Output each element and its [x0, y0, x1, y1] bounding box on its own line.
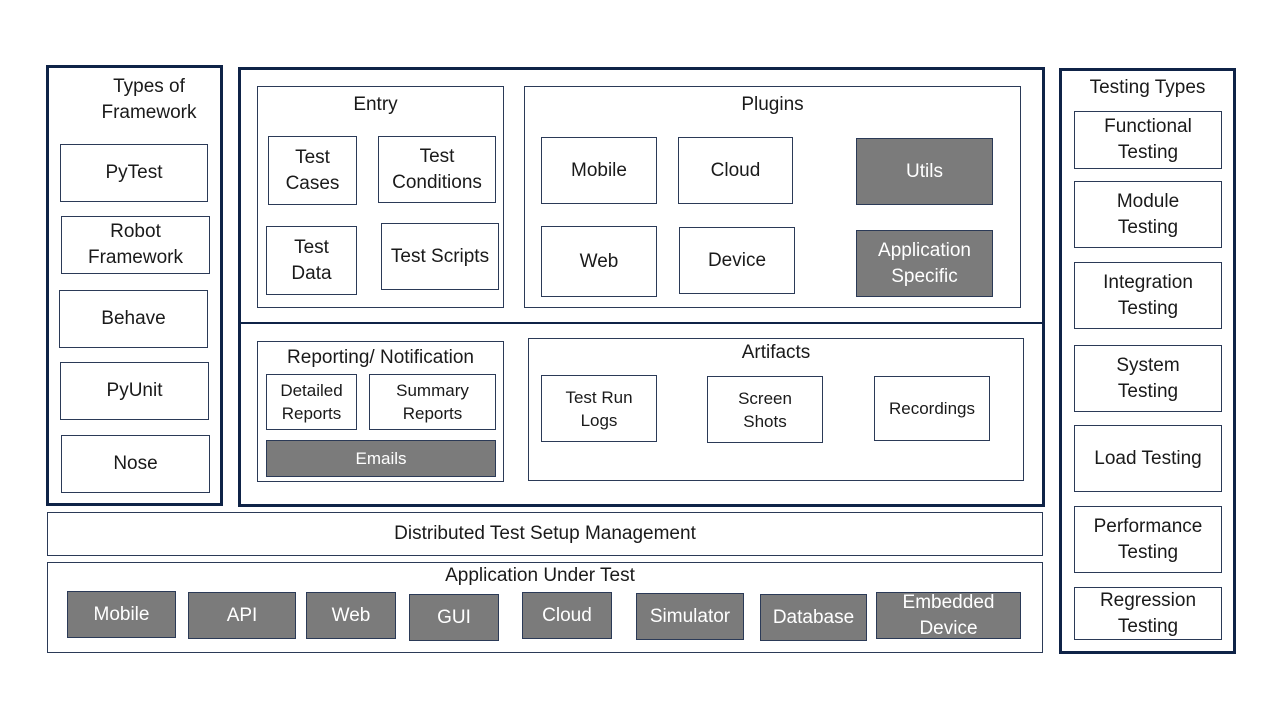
aut-cloud: Cloud — [522, 592, 612, 639]
testing-performance: Performance Testing — [1074, 506, 1222, 573]
testing-load: Load Testing — [1074, 425, 1222, 492]
plugin-cloud: Cloud — [678, 137, 793, 204]
testing-regression: Regression Testing — [1074, 587, 1222, 640]
artifact-recordings: Recordings — [874, 376, 990, 441]
testing-types-title: Testing Types — [1089, 77, 1206, 98]
plugin-mobile: Mobile — [541, 137, 657, 204]
testing-types-panel — [1059, 68, 1236, 654]
artifact-test-run-logs: Test Run Logs — [541, 375, 657, 442]
framework-behave: Behave — [59, 290, 208, 348]
aut-simulator: Simulator — [636, 593, 744, 640]
entry-test-data: Test Data — [266, 226, 357, 295]
framework-panel — [46, 65, 223, 506]
plugin-web: Web — [541, 226, 657, 297]
artifacts-title: Artifacts — [741, 342, 811, 363]
plugins-title: Plugins — [741, 94, 804, 115]
entry-test-conditions: Test Conditions — [378, 136, 496, 203]
plugin-utils: Utils — [856, 138, 993, 205]
framework-nose: Nose — [61, 435, 210, 493]
reporting-title: Reporting/ Notification — [287, 347, 474, 368]
testing-system: System Testing — [1074, 345, 1222, 412]
entry-title: Entry — [353, 94, 398, 115]
artifact-screen-shots: Screen Shots — [707, 376, 823, 443]
plugin-application-specific: Application Specific — [856, 230, 993, 297]
framework-robot: Robot Framework — [61, 216, 210, 274]
distributed-setup-bar: Distributed Test Setup Management — [47, 512, 1043, 556]
aut-database: Database — [760, 594, 867, 641]
report-detailed: Detailed Reports — [266, 374, 357, 430]
aut-gui: GUI — [409, 594, 499, 641]
aut-title: Application Under Test — [445, 565, 635, 586]
aut-api: API — [188, 592, 296, 639]
testing-functional: Functional Testing — [1074, 111, 1222, 169]
framework-panel-title: Types of Framework — [101, 76, 197, 123]
core-panel — [238, 67, 1045, 507]
testing-integration: Integration Testing — [1074, 262, 1222, 329]
aut-mobile: Mobile — [67, 591, 176, 638]
aut-embedded-device: Embedded Device — [876, 592, 1021, 639]
entry-test-cases: Test Cases — [268, 136, 357, 205]
report-emails: Emails — [266, 440, 496, 477]
framework-pytest: PyTest — [60, 144, 208, 202]
plugin-device: Device — [679, 227, 795, 294]
entry-test-scripts: Test Scripts — [381, 223, 499, 290]
testing-module: Module Testing — [1074, 181, 1222, 248]
aut-web: Web — [306, 592, 396, 639]
report-summary: Summary Reports — [369, 374, 496, 430]
core-panel-divider — [238, 322, 1045, 324]
framework-pyunit: PyUnit — [60, 362, 209, 420]
